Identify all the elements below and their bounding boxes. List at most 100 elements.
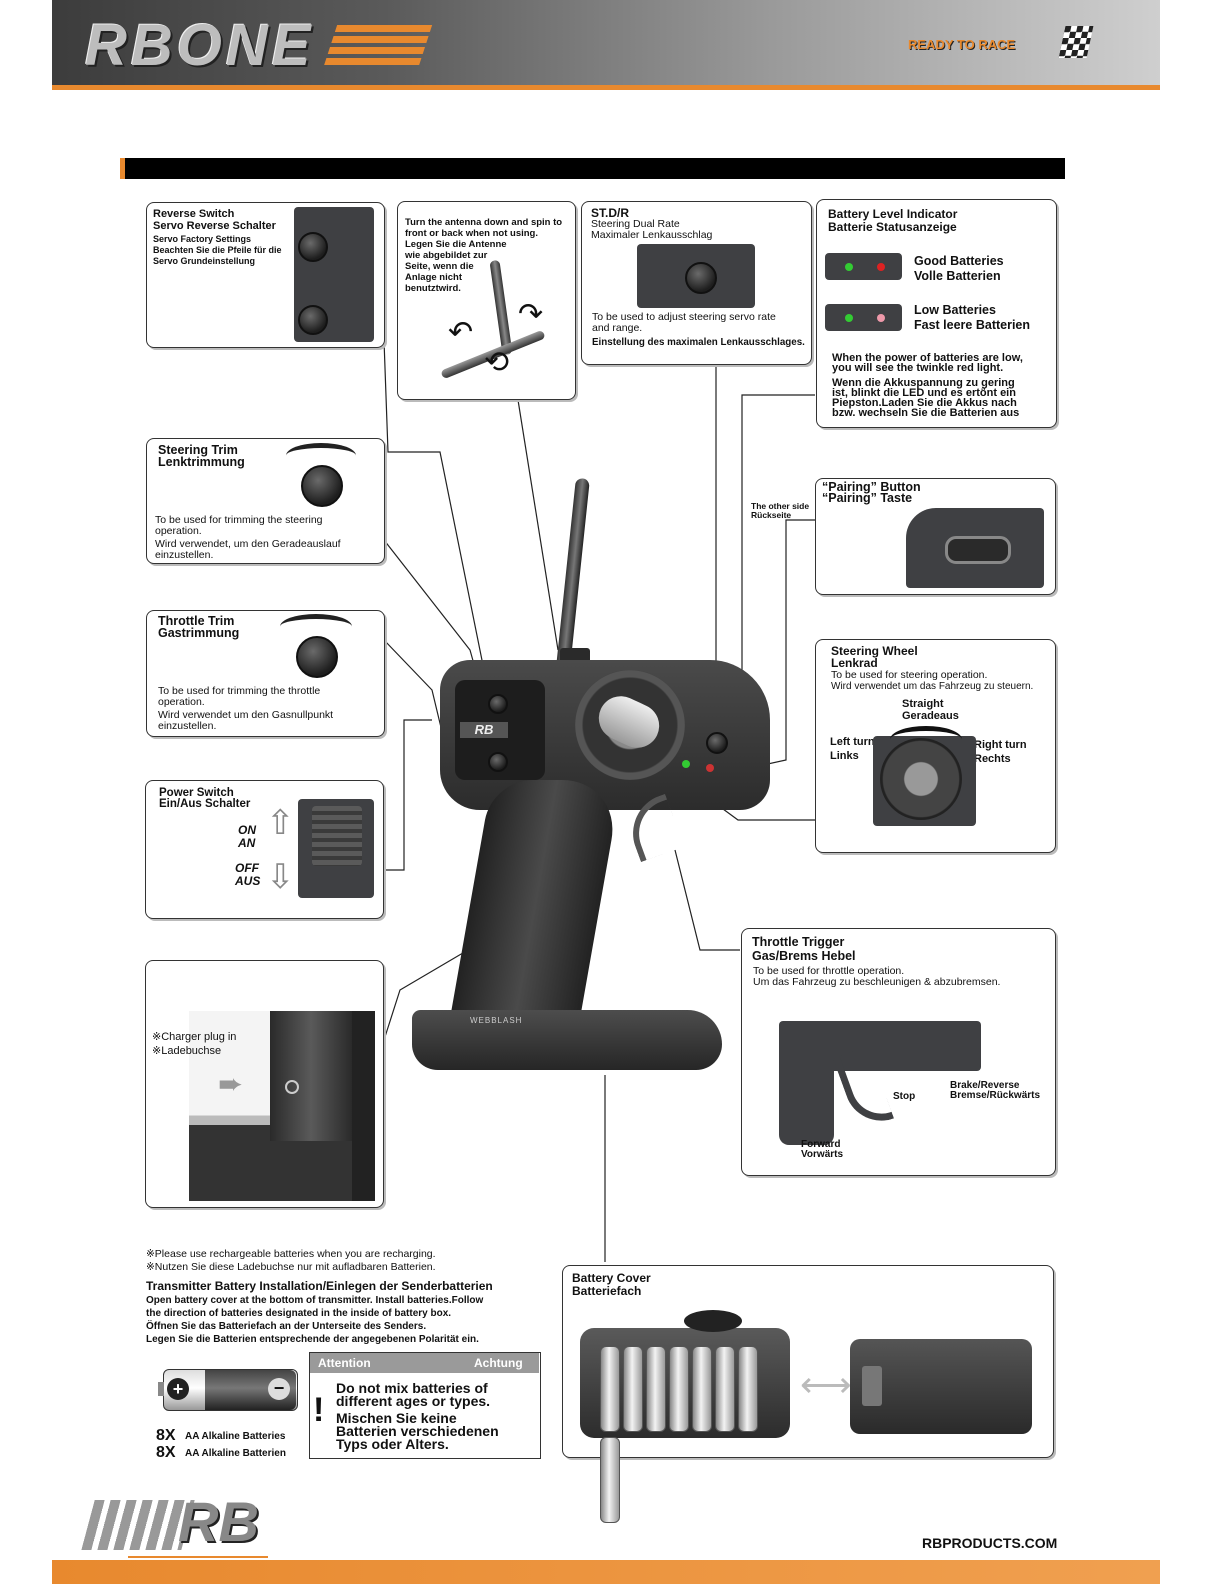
antenna-line: front or back when not using. [405,228,538,239]
reverse-switch-title-de: Servo Reverse Schalter [153,220,276,232]
recharge-note: ※Please use rechargeable batteries when … [146,1248,436,1260]
header-stripe [52,85,1160,90]
minus-icon: − [268,1378,290,1400]
reverse-switch-line: Servo Grundeinstellung [153,256,256,266]
battery-cell [646,1346,666,1432]
battery-cell [715,1346,735,1432]
dual-rate-knob [706,732,728,754]
battery-cell [738,1346,758,1432]
attention-text-de: Mischen Sie keine [336,1410,457,1426]
battery-level-title-de: Batterie Statusanzeige [828,220,957,234]
stdr-desc: and range. [592,322,643,334]
brand-logo: RBONE [85,13,315,78]
battery-note: you will see the twinkle red light. [832,362,1004,374]
arrow-right-icon: ➨ [218,1068,244,1101]
off-label-de: AUS [235,874,261,888]
spin-arrow-icon: ⟲ [484,346,510,379]
footer-logo-underline [128,1556,268,1558]
battery-cover-title: Battery Cover [572,1271,651,1285]
good-batteries-label-de: Volle Batterien [914,269,1001,283]
install-line: Open battery cover at the bottom of tran… [146,1295,484,1306]
throttle-trigger-title-de: Gas/Brems Hebel [752,949,856,963]
throttle-trigger-desc: To be used for throttle operation. [753,965,905,977]
attention-text-de: Typs oder Alters. [336,1436,449,1452]
attention-label: Attention [318,1356,371,1370]
plus-icon: + [167,1378,189,1400]
good-battery-photo [825,253,902,280]
arrow-down-icon: ⇩ [266,858,295,896]
photo-knob [298,232,328,262]
steering-trim-title: Steering Trim [158,443,238,457]
trim-arrows-icon [280,614,352,639]
attention-text-de: Batterien verschiedenen [336,1423,499,1439]
on-label-de: AN [238,836,256,850]
wheel-direction-arc [890,726,962,753]
throttle-trim-desc-de: einzustellen. [158,720,217,732]
stdr-title: ST.D/R [591,206,630,220]
battery-cell [669,1346,689,1432]
dual-rate-knob-photo [685,262,717,294]
antenna-line: wie abgebildet zur [405,250,488,261]
battery-compartment-knob [684,1310,742,1332]
antenna-box [397,201,576,400]
charger-label: ※Charger plug in [152,1031,237,1043]
steering-wheel-title-de: Lenkrad [831,656,878,670]
battery-cell [600,1437,620,1523]
stdr-desc-de: Einstellung des maximalen Lenkausschlage… [592,337,805,348]
other-side-label-de: Rückseite [751,510,792,520]
battery-cell [623,1346,643,1432]
battery-type: AA Alkaline Batteries [185,1431,286,1442]
battery-cells [600,1346,770,1523]
rotate-arrow-icon: ↶ [448,316,474,349]
left-turn-label: Left turn [830,736,875,748]
antenna-line: Legen Sie die Antenne [405,239,507,250]
low-batteries-label-de: Fast leere Batterien [914,318,1031,332]
throttle-trim-desc: operation. [158,696,205,708]
transmitter-base [412,1010,722,1070]
header-banner [52,0,1160,88]
battery-cell [600,1346,620,1432]
section-bar [120,158,1065,179]
battery-level-title: Battery Level Indicator [828,207,958,221]
battery-note: When the power of batteries are low, [832,352,1023,364]
throttle-trigger-desc-de: Um das Fahrzeug zu beschleunigen & abzub… [753,976,1001,988]
led-dim-red [877,314,885,322]
stdr-line: Steering Dual Rate [591,218,680,230]
install-line-de: Öffnen Sie das Batteriefach an der Unter… [146,1321,427,1332]
warning-icon: ! [313,1391,325,1429]
led-green [845,263,853,271]
battery-count: 8X [156,1427,176,1444]
battery-note-de: Piepston.Laden Sie die Akkus nach [832,397,1017,409]
grip-label: WEBBLASH [470,1016,523,1025]
antenna-line: benutztwird. [405,283,461,294]
good-batteries-label: Good Batteries [914,254,1004,268]
attention-text: Do not mix batteries of [336,1380,488,1396]
forward-label: Forward [801,1139,841,1150]
steering-trim-title-de: Lenktrimmung [158,455,245,469]
reverse-switch-line: Servo Factory Settings [153,234,252,244]
battery-note-de: Wenn die Akkuspannung zu gering [832,377,1015,389]
reverse-switch-title: Reverse Switch [153,208,235,220]
attention-header [310,1353,539,1373]
battery-cover-title-de: Batteriefach [572,1284,642,1298]
steering-trim-knob [488,694,508,714]
rotate-arrow-icon: ↷ [518,298,544,331]
footer-stripe [52,1560,1160,1584]
throttle-trim-desc: To be used for trimming the throttle [158,685,321,697]
off-label: OFF [235,861,259,875]
footer-url[interactable]: RBPRODUCTS.COM [922,1535,1058,1551]
steering-trim-desc-de: einzustellen. [155,549,214,561]
charger-label-de: ※Ladebuchse [152,1045,222,1057]
battery-type-de: AA Alkaline Batterien [185,1448,286,1459]
attention-label-de: Achtung [474,1356,523,1370]
low-batteries-label: Low Batteries [914,303,996,317]
power-switch-title: Power Switch [159,787,234,799]
footer-logo: RB [178,1490,259,1553]
led-green [845,314,853,322]
reverse-switch-line: Beachten Sie die Pfeile für die [153,245,282,255]
attention-text: different ages or types. [336,1393,491,1409]
battery-cell [692,1346,712,1432]
antenna-line: Seite, wenn die [405,261,474,272]
throttle-trim-title: Throttle Trim [158,614,235,628]
tagline: READY TO RACE [908,37,1016,52]
